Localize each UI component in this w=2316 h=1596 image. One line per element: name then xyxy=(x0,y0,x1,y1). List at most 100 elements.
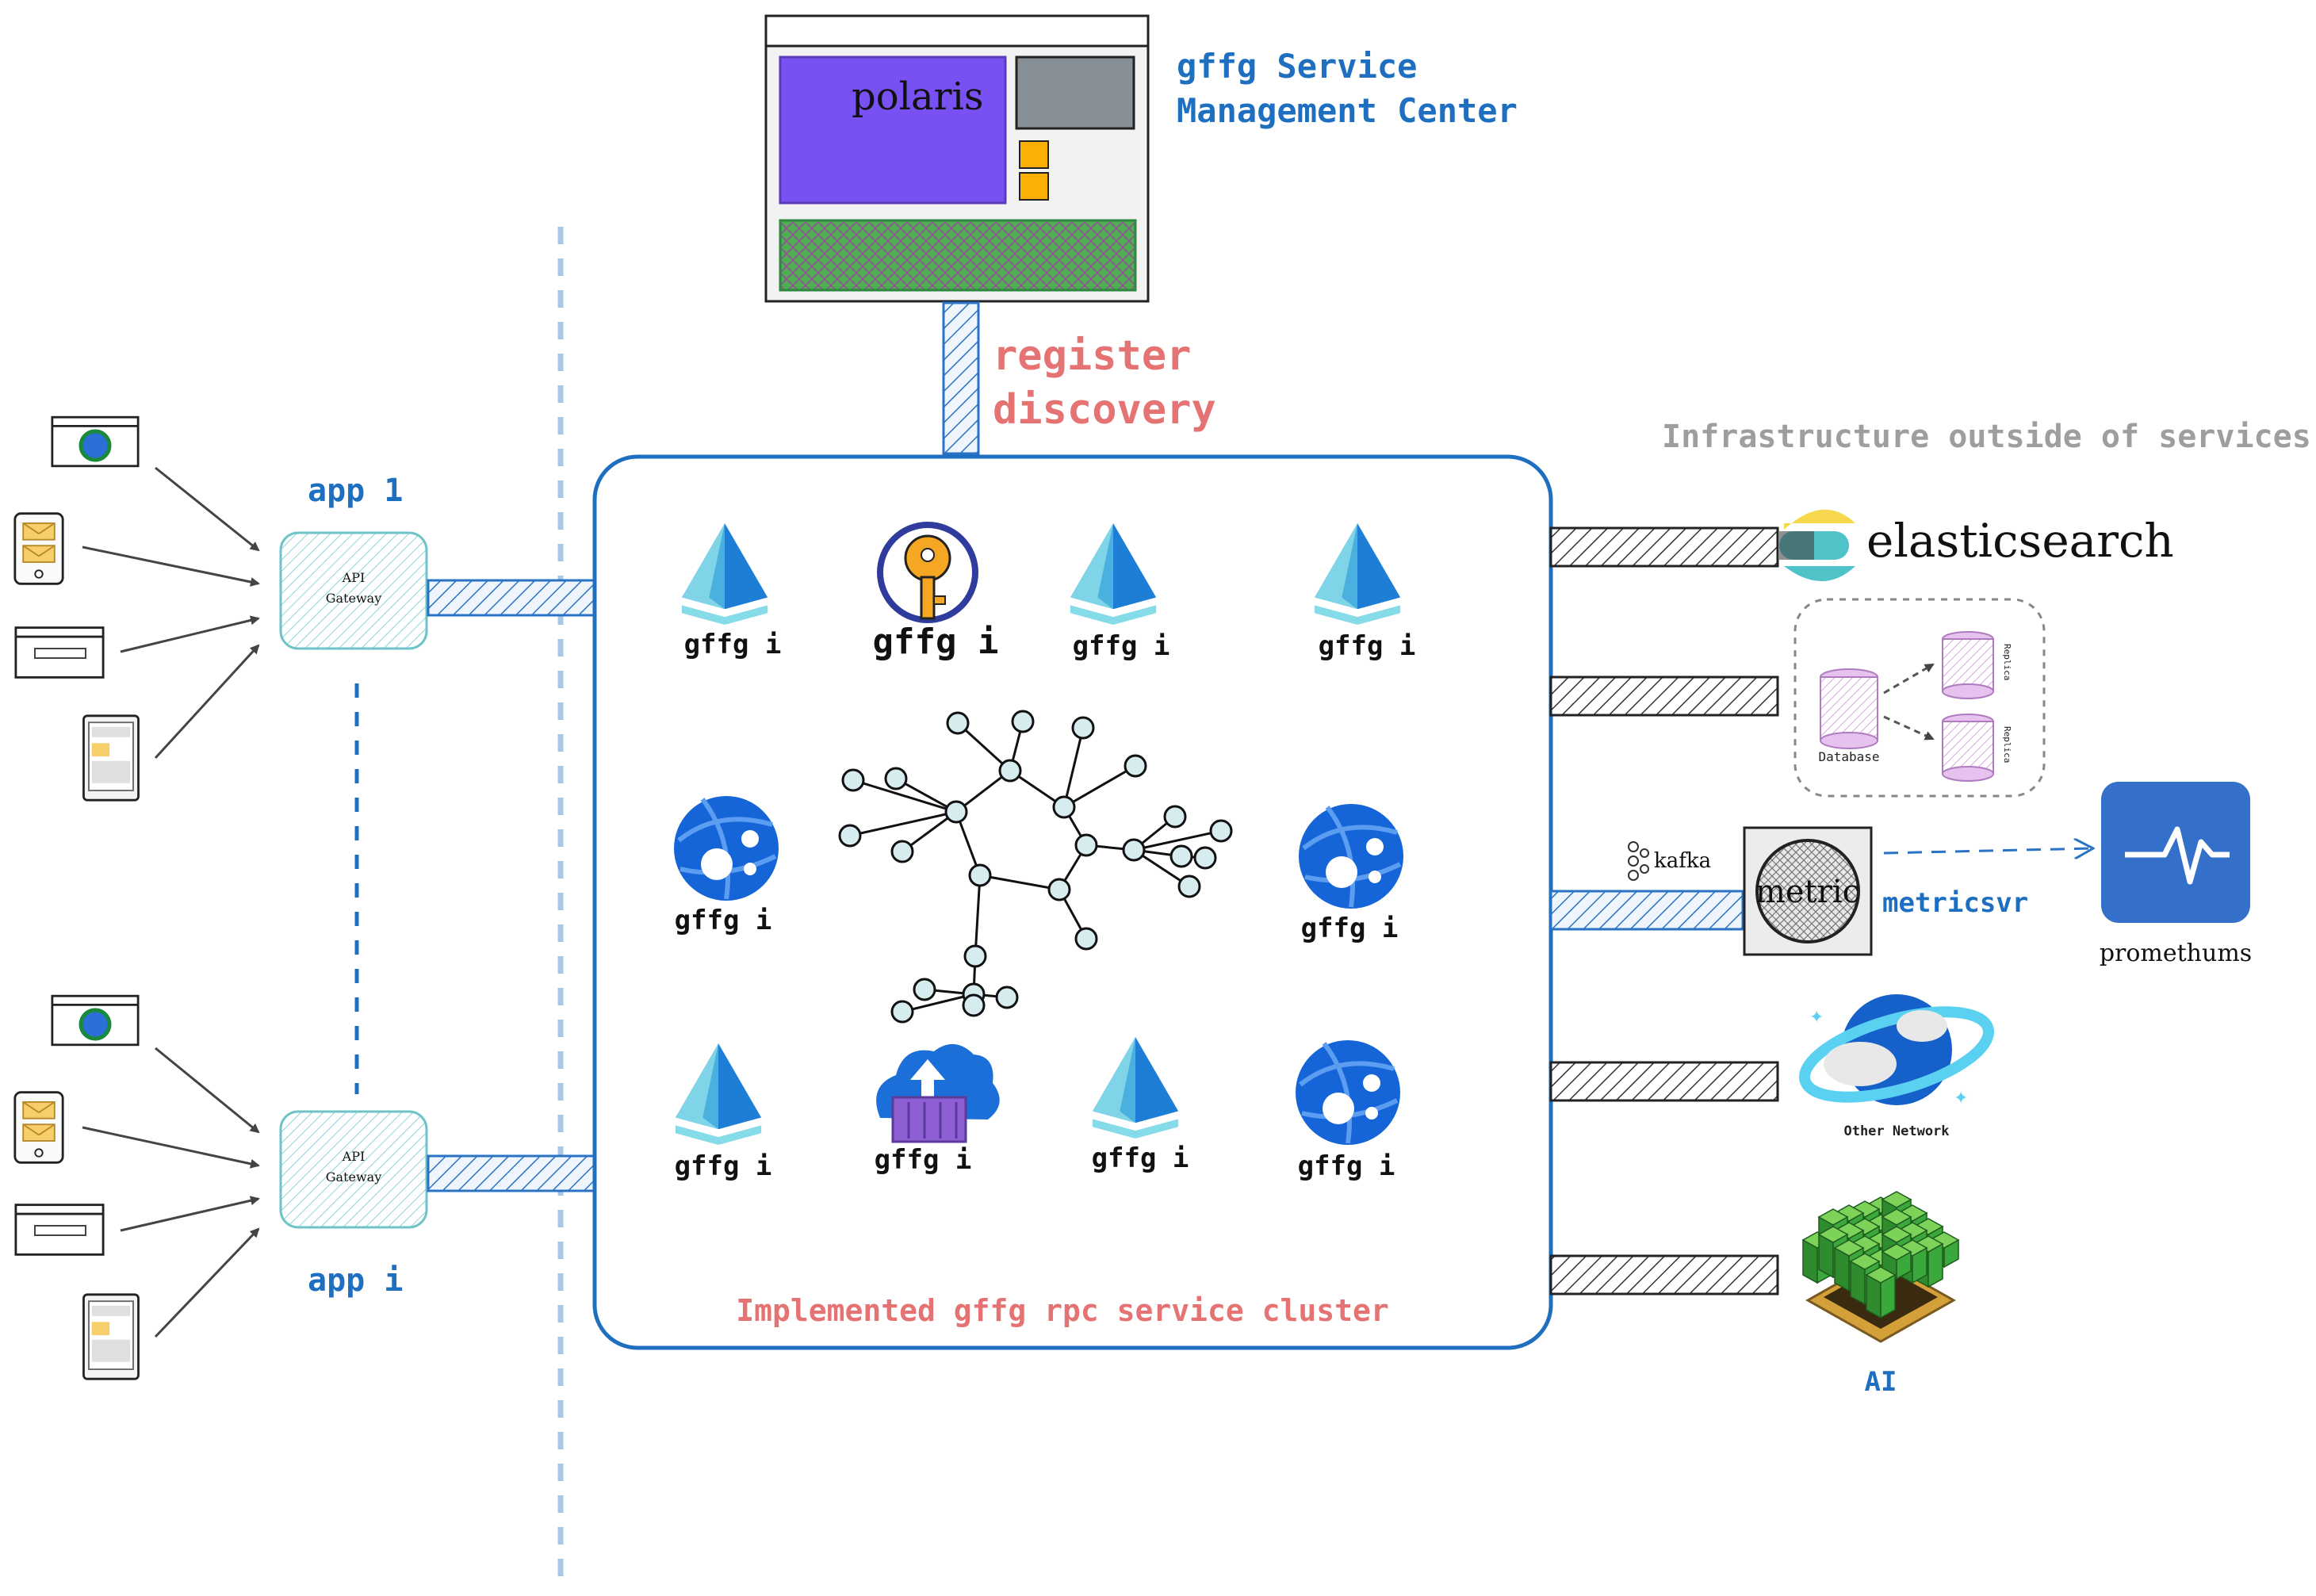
gateway-1-link-bar xyxy=(427,579,596,617)
replica-1-cylinder-icon xyxy=(1942,631,1994,699)
mesh-node xyxy=(1169,844,1193,868)
prometheus-label: promethums xyxy=(2100,940,2252,967)
green-panel xyxy=(779,219,1137,292)
tablet-icon xyxy=(82,1293,140,1380)
node-10-label: gffg i xyxy=(1298,1150,1395,1182)
svg-text:✦: ✦ xyxy=(1954,1089,1968,1108)
database-link-bar xyxy=(1549,676,1779,717)
ai-cube-top xyxy=(1833,1239,1865,1257)
mesh-node xyxy=(1163,805,1187,829)
phone-icon xyxy=(13,512,64,585)
gateway-2-line2: Gateway xyxy=(326,1169,382,1185)
node-3-label: gffg i xyxy=(1073,630,1170,662)
metric-server-box[interactable]: metric xyxy=(1743,826,1873,956)
kafka-logo-icon xyxy=(1628,841,1649,881)
elasticsearch-logo-icon xyxy=(1779,509,1855,581)
kafka-label: kafka xyxy=(1654,849,1711,873)
metricsvr-label: metricsvr xyxy=(1882,887,2028,919)
globe-icon xyxy=(78,429,112,462)
mesh-node xyxy=(841,768,865,792)
node-2-key-icon[interactable] xyxy=(877,522,978,623)
mesh-node xyxy=(998,759,1022,783)
ai-label: AI xyxy=(1865,1366,1897,1398)
node-10-globe-icon[interactable] xyxy=(1296,1040,1400,1145)
mesh-node xyxy=(995,986,1019,1009)
node-5-globe-icon[interactable] xyxy=(674,796,779,901)
database-cylinder-icon xyxy=(1820,668,1878,749)
cluster-caption: Implemented gffg rpc service cluster xyxy=(736,1293,1389,1328)
phone-icon xyxy=(13,1091,64,1164)
tablet-icon xyxy=(82,714,140,802)
ai-cube-top xyxy=(1817,1208,1849,1226)
node-4-label: gffg i xyxy=(1319,630,1416,662)
mesh-node xyxy=(1124,754,1147,778)
mesh-node xyxy=(1047,878,1071,901)
management-title-line1: gffg Service xyxy=(1177,47,1417,86)
gateway-2-line1: API xyxy=(342,1149,366,1164)
mesh-node xyxy=(890,840,914,863)
mesh-node xyxy=(944,800,968,824)
mesh-node xyxy=(1193,846,1217,870)
orange-square-2 xyxy=(1019,172,1049,201)
mesh-node xyxy=(1052,795,1076,819)
mesh-edge xyxy=(979,874,1060,891)
mesh-edge xyxy=(1062,727,1085,808)
ai-link-bar xyxy=(1549,1254,1779,1296)
gray-panel xyxy=(1015,55,1135,130)
mesh-node xyxy=(1071,716,1095,740)
metric-link-bar xyxy=(1549,890,1744,931)
mesh-node xyxy=(968,863,992,887)
replication-arrow-1 xyxy=(1883,663,1935,695)
metric-badge-label: metric xyxy=(1755,874,1860,910)
infrastructure-heading: Infrastructure outside of services xyxy=(1662,419,2311,455)
mesh-node xyxy=(962,993,986,1017)
svg-text:✦: ✦ xyxy=(1809,1008,1824,1028)
management-center-window: polaris xyxy=(764,14,1150,303)
register-link-bar xyxy=(942,301,980,455)
mesh-edge xyxy=(974,875,982,957)
metrics-export-arrow xyxy=(1883,848,2093,853)
prometheus-icon[interactable] xyxy=(2101,782,2250,923)
orange-square-1 xyxy=(1019,140,1049,169)
polaris-logo: polaris xyxy=(852,75,984,119)
node-8-cloud-upload-icon[interactable] xyxy=(876,1043,1000,1143)
mesh-edge xyxy=(1063,764,1136,809)
gateway-1-line1: API xyxy=(342,570,366,585)
globe-icon xyxy=(78,1008,112,1041)
client-arrows-2 xyxy=(82,1047,260,1338)
replica-2-label: Replica xyxy=(2002,726,2012,763)
node-6-globe-icon[interactable] xyxy=(1299,804,1403,909)
ai-cube-top xyxy=(1881,1243,1912,1261)
register-label: register xyxy=(993,332,1191,380)
mesh-node xyxy=(890,1000,914,1024)
replication-arrow-2 xyxy=(1883,715,1935,741)
node-6-label: gffg i xyxy=(1301,913,1399,944)
ai-cube-top xyxy=(1881,1191,1912,1208)
api-gateway-1[interactable]: API Gateway xyxy=(279,531,428,650)
appi-label: app i xyxy=(308,1262,403,1299)
service-mesh-graph xyxy=(838,710,1233,1024)
replica-1-label: Replica xyxy=(2002,644,2012,680)
ai-cube-top xyxy=(1865,1266,1897,1284)
polaris-panel xyxy=(779,55,1007,205)
other-network-planet-icon[interactable]: ✦ ✦ xyxy=(1796,994,1998,1114)
mesh-node xyxy=(946,711,970,735)
mesh-node xyxy=(1122,838,1146,862)
management-title-line2: Management Center xyxy=(1177,91,1518,130)
ai-cube-top xyxy=(1881,1226,1912,1243)
node-8-label: gffg i xyxy=(875,1144,972,1176)
mesh-edge xyxy=(956,721,1012,772)
app1-label: app 1 xyxy=(308,473,403,509)
database-label: Database xyxy=(1818,749,1879,764)
mesh-node xyxy=(1011,710,1035,733)
gateway-1-line2: Gateway xyxy=(326,591,382,606)
node-2-label: gffg i xyxy=(873,622,999,662)
ai-cube-top xyxy=(1881,1208,1912,1226)
api-gateway-2[interactable]: API Gateway xyxy=(279,1110,428,1229)
mesh-node xyxy=(838,824,862,848)
network-link-bar xyxy=(1549,1061,1779,1102)
ai-cube-top xyxy=(1817,1226,1849,1243)
client-group-2 xyxy=(13,994,140,1380)
mesh-edge xyxy=(1133,829,1222,852)
discovery-label: discovery xyxy=(993,386,1216,434)
